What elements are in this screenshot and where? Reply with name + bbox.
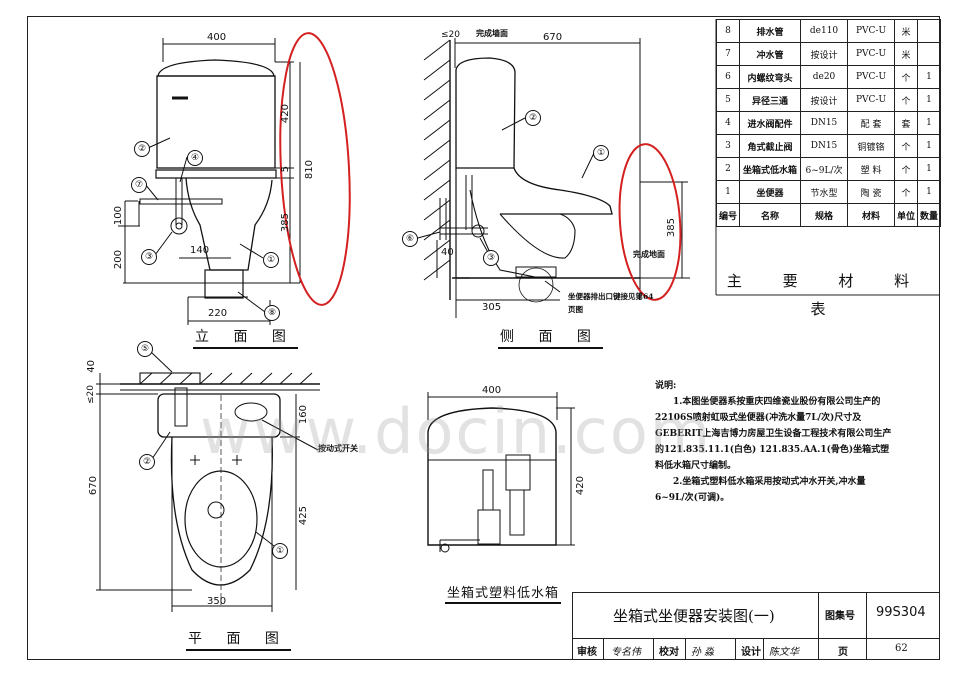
cell-name: 异径三通 xyxy=(739,88,802,112)
cell-material: PVC-U xyxy=(847,19,896,43)
cell-no: 8 xyxy=(715,19,741,43)
cell-qty: 1 xyxy=(917,157,942,181)
front-elevation xyxy=(118,38,301,325)
side-view-title: 侧 面 图 xyxy=(498,326,603,349)
header-spec: 规格 xyxy=(800,203,849,227)
header-material: 材料 xyxy=(847,203,896,227)
cell-no: 6 xyxy=(715,65,741,89)
title-block: 坐箱式坐便器安装图(一) 图集号 99S304 审核 专名伟 校对 孙 淼 设计… xyxy=(572,592,939,660)
dim-front-400: 400 xyxy=(207,32,227,43)
table-row: 1 坐便器 节水型 陶 瓷 个 1 xyxy=(715,180,942,204)
red-circle-side-dims xyxy=(618,143,682,301)
dim-front-140: 140 xyxy=(190,245,210,256)
plan-view-title: 平 面 图 xyxy=(186,628,291,651)
wall-label: 完成墙面 xyxy=(476,28,508,38)
cell-name: 内螺纹弯头 xyxy=(739,65,802,89)
cell-no: 7 xyxy=(715,42,741,66)
cell-material: PVC-U xyxy=(847,65,896,89)
callout-5-plan: ⑤ xyxy=(137,341,153,357)
dim-side-670: 670 xyxy=(543,32,563,43)
callout-3-front: ③ xyxy=(141,249,157,265)
dim-tank-400: 400 xyxy=(482,385,502,396)
callout-2-front: ② xyxy=(134,141,150,157)
cell-spec: 按设计 xyxy=(800,42,849,66)
design-name: 陈文华 xyxy=(769,647,799,658)
callout-7-front: ⑦ xyxy=(131,177,147,193)
check-name: 孙 淼 xyxy=(691,647,715,658)
cell-no: 5 xyxy=(715,88,741,112)
callout-4-front: ④ xyxy=(187,150,203,166)
tank-view-title: 坐箱式塑料低水箱 xyxy=(445,582,562,604)
atlas-label: 图集号 xyxy=(825,611,855,622)
tank-detail xyxy=(427,392,575,553)
notes-heading: 说明: xyxy=(655,381,677,391)
callout-3-side: ③ xyxy=(483,250,499,266)
callout-1-front: ① xyxy=(263,252,279,268)
dim-side-305: 305 xyxy=(482,302,502,313)
notes-block: 说明: 1.本图坐便器系按重庆四维瓷业股份有限公司生产的22106S喷射虹吸式坐… xyxy=(655,378,895,506)
floor-label: 完成地面 xyxy=(633,249,665,259)
materials-table-title: 主 要 材 料 表 xyxy=(726,272,928,318)
review-name: 专名伟 xyxy=(611,647,641,658)
review-label: 审核 xyxy=(577,647,597,658)
table-row: 2 坐箱式低水箱 6~9L/次 塑 料 个 1 xyxy=(715,157,942,181)
watermark: www.docin.com xyxy=(200,395,713,468)
drawing-name: 坐箱式坐便器安装图(一) xyxy=(613,607,775,625)
cell-material: 铜镀铬 xyxy=(847,134,896,158)
red-circle-front-dims xyxy=(279,32,351,306)
title-block-signatures: 审核 专名伟 校对 孙 淼 设计 陈文华 页 62 xyxy=(572,638,939,660)
dim-side-20: ≤20 xyxy=(441,30,460,40)
plan-view-drawing xyxy=(96,351,320,612)
note-2: 2.坐箱式塑料低水箱采用按动式冲水开关,冲水量6~9L/次(可调)。 xyxy=(655,477,866,503)
title-block-main: 坐箱式坐便器安装图(一) 图集号 99S304 xyxy=(572,592,939,660)
cell-material: PVC-U xyxy=(847,42,896,66)
callout-6-side: ⑥ xyxy=(402,231,418,247)
cell-spec: de110 xyxy=(800,19,849,43)
header-unit: 单位 xyxy=(894,203,919,227)
table-row: 4 进水阀配件 DN15 配 套 套 1 xyxy=(715,111,942,135)
front-view-title: 立 面 图 xyxy=(193,326,298,349)
push-button-label: 按动式开关 xyxy=(318,443,358,453)
page-number: 62 xyxy=(895,643,908,654)
cell-material: 配 套 xyxy=(847,111,896,135)
outlet-note: 坐便器排出口键接见第64页图 xyxy=(568,292,654,314)
cell-qty: 1 xyxy=(917,134,942,158)
dim-plan-350: 350 xyxy=(207,596,227,607)
dim-side-40: 40 xyxy=(441,247,454,258)
dim-front-220: 220 xyxy=(208,308,228,319)
callout-1-plan: ① xyxy=(272,543,288,559)
cell-no: 2 xyxy=(715,157,741,181)
materials-table: 8 排水管 de110 PVC-U 米 7 冲水管 按设计 PVC-U 米 6 … xyxy=(715,19,942,227)
callout-2-plan: ② xyxy=(139,454,155,470)
cell-qty: 1 xyxy=(917,180,942,204)
cell-qty: 1 xyxy=(917,88,942,112)
cell-spec: de20 xyxy=(800,65,849,89)
table-header-row: 编号 名称 规格 材料 单位 数量 xyxy=(715,203,942,227)
atlas-number: 99S304 xyxy=(876,605,926,620)
header-qty: 数量 xyxy=(917,203,942,227)
cell-no: 1 xyxy=(715,180,741,204)
callout-2-side: ② xyxy=(525,110,541,126)
drawing-frame xyxy=(27,16,940,660)
table-row: 6 内螺纹弯头 de20 PVC-U 个 1 xyxy=(715,65,942,89)
header-no: 编号 xyxy=(715,203,741,227)
cell-spec: 6~9L/次 xyxy=(800,157,849,181)
callout-1-side: ① xyxy=(593,145,609,161)
note-1: 1.本图坐便器系按重庆四维瓷业股份有限公司生产的22106S喷射虹吸式坐便器(冲… xyxy=(655,397,892,471)
check-label: 校对 xyxy=(659,647,679,658)
side-elevation xyxy=(413,38,690,318)
callout-8-front: ⑧ xyxy=(264,305,280,321)
cell-unit: 套 xyxy=(894,111,919,135)
cell-no: 4 xyxy=(715,111,741,135)
design-label: 设计 xyxy=(741,647,761,658)
page-label: 页 xyxy=(838,647,848,658)
